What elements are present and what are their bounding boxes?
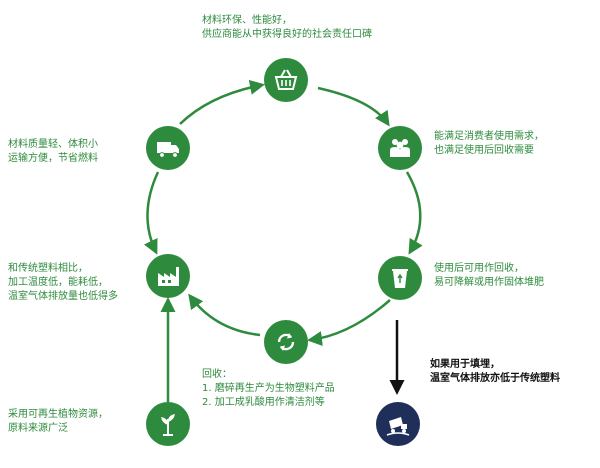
plant-icon bbox=[161, 414, 175, 436]
factory-icon bbox=[158, 267, 179, 286]
bin-node bbox=[378, 256, 422, 300]
factory-label: 和传统塑料相比， 加工温度低，能耗低， 温室气体排放量也低得多 bbox=[8, 263, 118, 302]
arrow-truck-to-basket bbox=[179, 79, 265, 125]
basket-label: 材料环保、性能好， 供应商能从中获得良好的社会责任口碑 bbox=[202, 15, 372, 40]
people-icon bbox=[390, 139, 410, 157]
people-label: 能满足消费者使用需求， 也满足使用后回收需要 bbox=[434, 131, 544, 156]
plant-node bbox=[146, 402, 190, 446]
recycle-label: 回收： 1. 磨碎再生产为生物塑料产品 2. 加工成乳酸用作清洁剂等 bbox=[202, 369, 335, 408]
landfill-truck-icon bbox=[386, 417, 410, 436]
arrow-recycle-to-factory bbox=[188, 293, 261, 337]
recycle-node bbox=[264, 320, 308, 364]
arrow-people-to-bin bbox=[405, 171, 423, 255]
landfill-node bbox=[376, 402, 420, 446]
truck-node bbox=[146, 126, 190, 170]
people-node bbox=[378, 126, 422, 170]
recycle-bin-icon bbox=[392, 269, 408, 288]
bin-label: 使用后可用作回收， 易可降解或用作固体堆肥 bbox=[434, 263, 544, 288]
plant-label: 采用可再生植物资源， 原料来源广泛 bbox=[8, 409, 108, 434]
truck-icon bbox=[157, 142, 179, 158]
arrow-bin-to-recycle bbox=[307, 299, 391, 346]
factory-node bbox=[146, 254, 190, 298]
truck-label: 材料质量轻、体积小 运输方便，节省燃料 bbox=[8, 139, 98, 164]
recycle-arrows-icon bbox=[277, 333, 295, 351]
arrow-basket-to-people bbox=[317, 86, 390, 127]
basket-node bbox=[264, 58, 308, 102]
arrow-truck-to-factory bbox=[144, 171, 160, 255]
landfill-label: 如果用于填埋， 温室气体排放亦低于传统塑料 bbox=[430, 359, 560, 384]
shopping-basket-icon bbox=[274, 69, 298, 90]
